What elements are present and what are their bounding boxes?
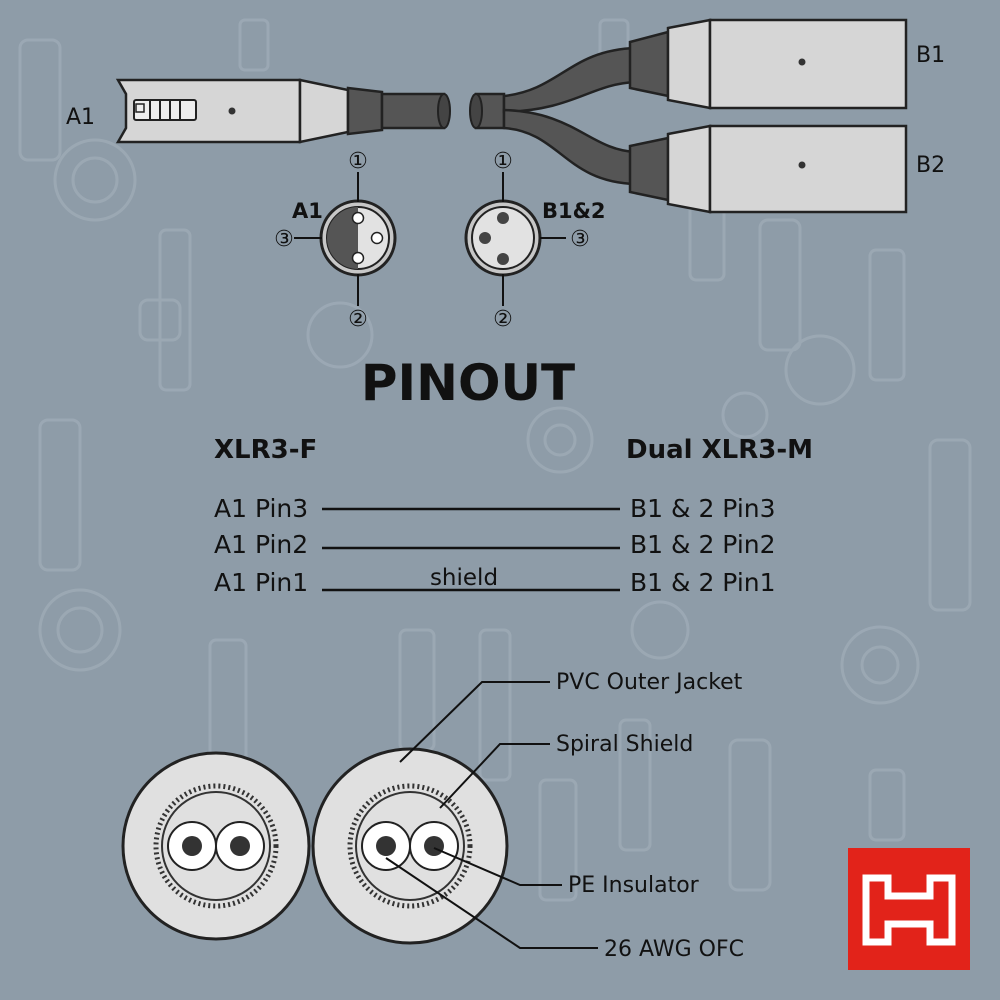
brand-logo — [848, 848, 970, 970]
female-face-insert — [327, 207, 358, 269]
male-pin-1 — [497, 212, 509, 224]
callout-26-awg-ofc: 26 AWG OFC — [604, 937, 744, 962]
female-pin2-marker: ② — [348, 307, 368, 332]
pinout-left-cell: A1 Pin3 — [214, 494, 308, 523]
xlr-male-connector-b2 — [628, 124, 908, 214]
xlr-female-connector-a1 — [115, 78, 451, 144]
pinout-right-header: Dual XLR3-M — [626, 435, 813, 465]
b1-boot — [628, 30, 670, 98]
male-pin-face — [464, 172, 566, 306]
pinout-right-cell: B1 & 2 Pin2 — [630, 530, 776, 559]
b2-connector-housing — [708, 124, 908, 214]
pinout-row-pin3: A1 Pin3 B1 & 2 Pin3 — [214, 494, 776, 523]
female-pin3-marker: ③ — [274, 227, 294, 252]
pinout-left-cell: A1 Pin2 — [214, 530, 308, 559]
female-pin1-marker: ① — [348, 149, 368, 174]
callout-pvc-outer-jacket: PVC Outer Jacket — [556, 670, 743, 695]
callout-pe-insulator: PE Insulator — [568, 873, 700, 898]
page-title: PINOUT — [361, 354, 575, 412]
male-pin2-marker: ② — [493, 307, 513, 332]
a1-boot — [346, 86, 384, 136]
a1-label: A1 — [66, 105, 95, 130]
spiral-shield — [347, 783, 473, 909]
female-pin-2 — [351, 251, 365, 265]
xlr-male-connector-b1 — [628, 18, 908, 110]
cable-branch-b2 — [502, 108, 638, 186]
pinout-row-pin2: A1 Pin2 B1 & 2 Pin2 — [214, 530, 776, 559]
b1-connector-housing — [708, 18, 908, 110]
conductor — [230, 836, 250, 856]
a1-cable-stub — [380, 92, 446, 130]
spiral-shield — [153, 783, 279, 909]
b2-connector-nose — [666, 124, 712, 214]
b2-boot — [628, 136, 670, 202]
female-pin-face — [294, 172, 397, 306]
b1-label: B1 — [916, 43, 945, 68]
male-pin-2 — [497, 253, 509, 265]
pinout-row-pin1: A1 Pin1 shield B1 & 2 Pin1 — [214, 565, 776, 597]
conductor — [376, 836, 396, 856]
pinout-right-cell: B1 & 2 Pin3 — [630, 494, 776, 523]
pinout-right-cell: B1 & 2 Pin1 — [630, 568, 776, 597]
a1-connector-nose — [298, 78, 350, 144]
male-pin1-marker: ① — [493, 149, 513, 174]
b2-label: B2 — [916, 153, 945, 178]
cable-cross-section-left — [121, 751, 311, 941]
male-pin-3 — [479, 232, 491, 244]
cable-cross-section-right — [311, 747, 509, 945]
male-pin3-marker: ③ — [570, 227, 590, 252]
female-pin-1 — [351, 211, 365, 225]
shield-note: shield — [430, 565, 498, 591]
pinout-left-cell: A1 Pin1 — [214, 568, 308, 597]
conductor — [182, 836, 202, 856]
male-face-label: B1&2 — [542, 199, 606, 223]
callout-leaders — [385, 681, 598, 949]
conductor — [424, 836, 444, 856]
pinout-left-header: XLR3-F — [214, 435, 317, 465]
b1-connector-nose — [666, 18, 712, 110]
female-pin-3 — [370, 231, 384, 245]
callout-spiral-shield: Spiral Shield — [556, 732, 693, 757]
cable-branch-b1 — [502, 46, 638, 114]
female-face-label: A1 — [292, 199, 323, 223]
